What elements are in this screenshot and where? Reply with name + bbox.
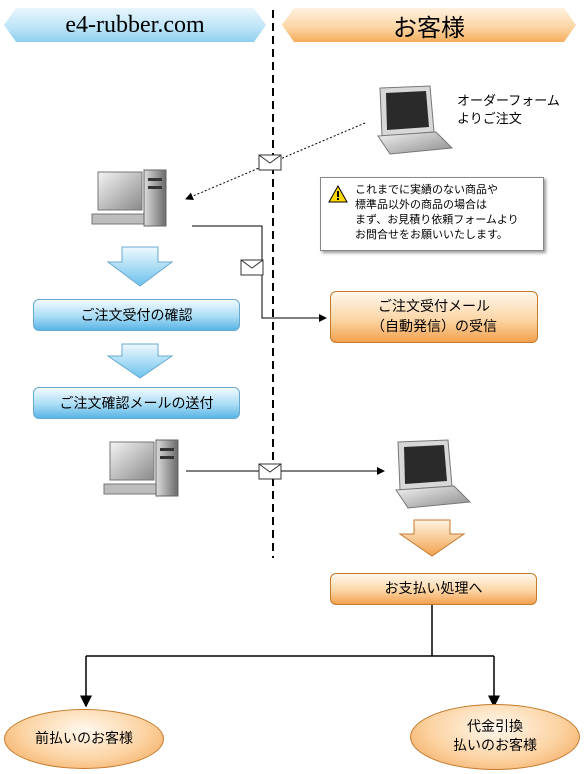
desktop-pc-icon — [91, 169, 167, 227]
laptop-icon — [377, 85, 454, 155]
envelope-icon — [258, 463, 282, 480]
order-form-caption-line2: よりご注文 — [457, 112, 522, 127]
notice-line: まず、お見積り依頼フォームより — [355, 213, 519, 226]
cod-outcome: 代金引換 払いのお客様 — [410, 704, 580, 770]
down-arrow-orange — [398, 519, 466, 557]
notice-line: お問合せをお願いいたします。 — [355, 228, 508, 241]
cod-label-line2: 払いのお客様 — [453, 738, 537, 754]
notice-box: これまでに実績のない商品や 標準品以外の商品の場合は まず、お見積り依頼フォーム… — [320, 177, 544, 251]
envelope-icon — [240, 259, 264, 276]
desktop-pc-icon — [103, 439, 179, 497]
prepay-outcome: 前払いのお客様 — [4, 709, 164, 769]
warning-icon — [328, 185, 348, 203]
receive-mail-step: ご注文受付メール （自動発信）の受信 — [330, 291, 538, 343]
send-mail-step: ご注文確認メールの送付 — [33, 387, 240, 419]
prepay-label: 前払いのお客様 — [35, 730, 133, 747]
cod-label-line1: 代金引換 — [467, 719, 523, 735]
customer-banner: お客様 — [282, 8, 576, 42]
receive-mail-line2: （自動発信）の受信 — [371, 319, 497, 335]
company-banner: e4-rubber.com — [4, 8, 266, 42]
payment-label: お支払い処理へ — [384, 581, 483, 597]
down-arrow-blue-1 — [106, 246, 174, 287]
envelope-icon — [258, 154, 282, 171]
receive-mail-line1: ご注文受付メール — [378, 299, 490, 315]
order-confirm-step: ご注文受付の確認 — [33, 299, 240, 331]
payment-step: お支払い処理へ — [330, 573, 537, 605]
laptop-icon — [395, 439, 472, 509]
order-form-caption: オーダーフォーム よりご注文 — [457, 93, 560, 129]
notice-line: これまでに実績のない商品や — [355, 183, 498, 196]
down-arrow-blue-2 — [106, 343, 174, 379]
order-form-caption-line1: オーダーフォーム — [457, 94, 560, 109]
notice-line: 標準品以外の商品の場合は — [355, 198, 487, 211]
